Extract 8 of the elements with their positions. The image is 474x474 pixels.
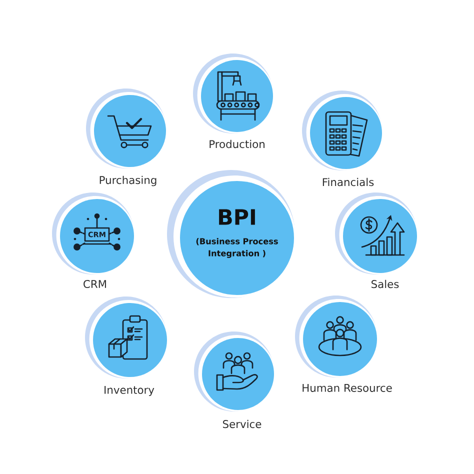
category-label: Sales [372, 280, 399, 288]
category-label: Human Resource [302, 384, 392, 392]
category-label: Inventory [104, 386, 154, 396]
category-label: Financials [322, 178, 374, 186]
category-label: Service [223, 420, 262, 428]
category-label: CRM [84, 280, 106, 288]
category-label: Purchasing [100, 176, 156, 186]
category-label: Production [210, 140, 264, 148]
